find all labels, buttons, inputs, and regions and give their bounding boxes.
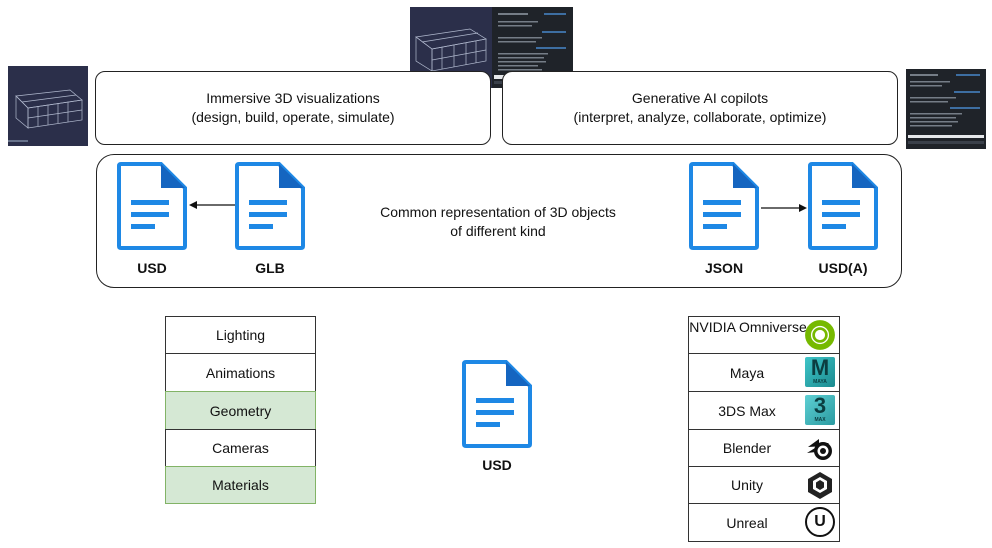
json-document-icon [689,162,759,250]
glb-to-usd-arrow [189,201,235,209]
common-line1: Common representation of 3D objects [380,204,616,220]
component-animations: Animations [165,353,316,392]
tool-unity: Unity [688,466,840,504]
tool-3ds-max: 3DS Max 3 MAX [688,391,840,430]
3ds-max-icon-caption: MAX [814,417,826,423]
usda-label: USD(A) [818,260,868,276]
maya-icon-letter: M [810,355,830,380]
component-geometry-label: Geometry [209,402,272,419]
visualization-subtitle: (design, build, operate, simulate) [191,109,395,125]
component-lighting: Lighting [165,316,316,354]
tool-unreal: Unreal U [688,503,840,542]
component-lighting-label: Lighting [215,327,266,343]
tool-blender-label: Blender [722,440,772,456]
component-materials-label: Materials [212,477,269,493]
json-to-usda-arrow [761,204,807,212]
glb-document-icon [235,162,305,250]
usd-center-label: USD [482,457,512,473]
usd-label: USD [137,260,167,276]
component-geometry: Geometry [165,391,316,430]
tool-unreal-label: Unreal [726,515,768,531]
tool-maya-label: Maya [729,365,765,381]
tool-unity-label: Unity [731,477,763,493]
maya-icon: M MAYA [805,357,835,387]
common-representation-label: Common representation of 3D objects of d… [330,202,666,242]
usd-document-icon [117,162,187,250]
copilots-box: Generative AI copilots (interpret, analy… [502,71,898,145]
visualization-box: Immersive 3D visualizations (design, bui… [95,71,491,145]
glb-label: GLB [255,260,285,276]
tool-omniverse-label: NVIDIA Omniverse [689,319,807,335]
blender-icon [807,439,832,460]
tool-omniverse: NVIDIA Omniverse [688,316,840,354]
copilots-subtitle: (interpret, analyze, collaborate, optimi… [573,109,827,125]
usd-center-document-icon [462,360,532,448]
component-materials: Materials [165,466,316,504]
omniverse-icon [805,320,835,350]
json-label: JSON [704,260,744,276]
component-cameras: Cameras [165,429,316,467]
maya-icon-caption: MAYA [813,379,827,385]
tool-maya: Maya M MAYA [688,353,840,392]
common-line2: of different kind [450,223,546,239]
wireframe-thumbnail-left [8,66,88,146]
unreal-icon: U [805,507,835,537]
copilots-title: Generative AI copilots [631,90,769,106]
chat-thumbnail-right [906,69,986,149]
3ds-max-icon: 3 MAX [805,395,835,425]
common-representation-box [96,154,902,288]
tool-blender: Blender [688,429,840,467]
unity-icon [808,472,832,499]
component-cameras-label: Cameras [212,440,269,456]
visualization-title: Immersive 3D visualizations [206,90,380,106]
usda-document-icon [808,162,878,250]
tool-3ds-max-label: 3DS Max [718,403,776,419]
unreal-icon-letter: U [814,513,826,530]
3ds-max-icon-digit: 3 [813,393,827,418]
component-animations-label: Animations [205,364,276,381]
